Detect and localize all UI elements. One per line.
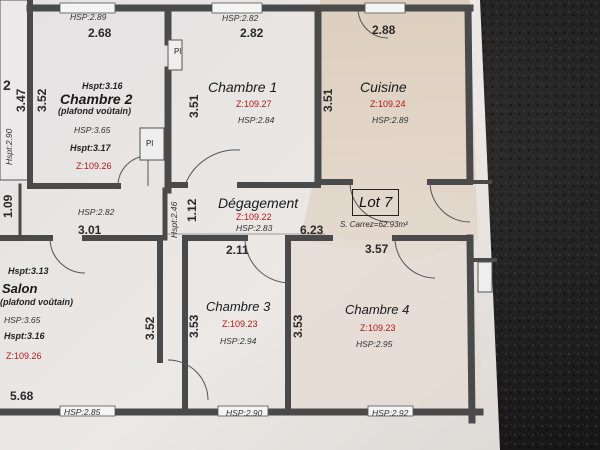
salon-dim-bottom: 5.68 — [10, 389, 34, 403]
hsp-top-chambre1: HSP:2.82 — [222, 13, 259, 23]
chambre3-hsp: HSP:2.94 — [220, 336, 257, 346]
chambre1-dim-top: 2.82 — [240, 26, 264, 40]
chambre2-sub: (plafond voûtain) — [58, 106, 131, 116]
chambre1-hsp: HSP:2.84 — [238, 115, 275, 125]
degagement-dim-len: 6.23 — [300, 223, 324, 237]
chambre2-dim-left: 3.52 — [35, 88, 49, 112]
degagement-hsp: HSP:2.83 — [236, 223, 273, 233]
salon-hspt-top: Hspt:3.13 — [8, 266, 49, 276]
cuisine-dim-top: 2.88 — [372, 23, 396, 37]
salon-z: Z:109.26 — [6, 351, 42, 361]
chambre3-hsp-bottom: HSP:2.90 — [226, 408, 263, 418]
chambre3-dim-left: 3.53 — [187, 314, 201, 338]
salon-hspt-bottom: Hspt:3.16 — [4, 331, 45, 341]
degagement-hspt: Hspt:2.46 — [169, 201, 179, 238]
hall-dim-left: 1.09 — [1, 194, 15, 218]
degagement-dim-side: 1.12 — [185, 198, 199, 222]
chambre2-hspt-top: Hspt:3.16 — [82, 81, 123, 91]
chambre4-hsp: HSP:2.95 — [356, 339, 393, 349]
chambre3-z: Z:109.23 — [222, 319, 258, 329]
salon-sub: (plafond voûtain) — [0, 297, 73, 307]
chambre2-z: Z:109.26 — [76, 161, 112, 171]
chambre4-name: Chambre 4 — [345, 302, 410, 317]
salon-hsp-bottom: HSP:2.85 — [64, 407, 101, 417]
chambre3-dim-top: 2.11 — [226, 243, 249, 257]
placard-label-1: Pl — [174, 47, 182, 56]
hall-dim-top: 3.01 — [78, 223, 102, 237]
chambre2-name: Chambre 2 — [60, 91, 133, 107]
chambre3-name: Chambre 3 — [206, 299, 271, 314]
lot-label-box: Lot 7 — [352, 189, 400, 216]
chambre4-z: Z:109.23 — [360, 323, 396, 333]
salon-dim-right: 3.52 — [143, 316, 157, 340]
left-room-number: 2 — [3, 77, 11, 93]
chambre2-side-hspt: Hspt:2.90 — [4, 128, 14, 165]
chambre2-hsp: HSP:3.65 — [74, 125, 111, 135]
chambre2-outer-dim: 3.47 — [14, 88, 28, 112]
hsp-top-left: HSP:2.89 — [70, 12, 107, 22]
placard-label-2: Pl — [146, 139, 154, 148]
cuisine-dim-left: 3.51 — [321, 88, 335, 112]
chambre1-dim-left: 3.51 — [187, 94, 201, 118]
cuisine-hsp: HSP:2.89 — [372, 115, 409, 125]
chambre1-name: Chambre 1 — [208, 79, 278, 95]
chambre4-dim-left: 3.53 — [291, 314, 305, 338]
salon-name: Salon — [2, 281, 38, 296]
chambre2-dim-top: 2.68 — [88, 26, 112, 40]
lot-surface-carrez: S. Carrez=62.93m² — [340, 220, 408, 229]
chambre4-hsp-bottom: HSP:2.92 — [372, 408, 409, 418]
chambre1-z: Z:109.27 — [236, 99, 272, 109]
lot-label: Lot 7 — [359, 194, 393, 211]
cuisine-z: Z:109.24 — [370, 99, 406, 109]
hall-hsp: HSP:2.82 — [78, 207, 115, 217]
salon-hsp: HSP:3.65 — [4, 315, 41, 325]
degagement-z: Z:109.22 — [236, 212, 272, 222]
chambre4-dim-top: 3.57 — [365, 242, 389, 256]
cuisine-name: Cuisine — [360, 79, 407, 95]
degagement-name: Dégagement — [218, 195, 299, 211]
chambre2-hspt-bottom: Hspt:3.17 — [70, 143, 111, 153]
